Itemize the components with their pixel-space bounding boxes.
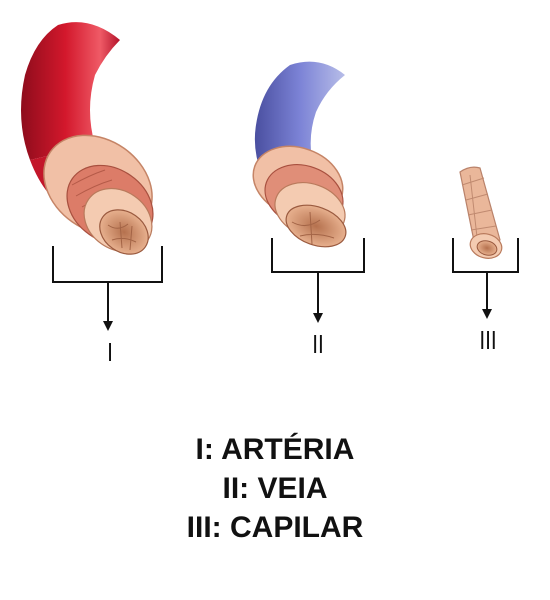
legend-vein: II: VEIA bbox=[222, 472, 328, 505]
capillary-illustration bbox=[459, 166, 503, 259]
bracket-arrow-3 bbox=[452, 238, 519, 312]
bracket-arrow-1 bbox=[52, 246, 163, 324]
bracket-arrow-2 bbox=[271, 238, 365, 316]
legend: I: ARTÉRIA II: VEIA III: CAPILAR bbox=[0, 430, 550, 547]
arrowhead-3 bbox=[482, 309, 492, 319]
label-vein-numeral: II bbox=[312, 329, 324, 359]
arrowhead-2 bbox=[313, 313, 323, 323]
legend-capillary: III: CAPILAR bbox=[186, 511, 364, 544]
label-capillary-numeral: III bbox=[479, 325, 497, 355]
vein-illustration bbox=[252, 61, 347, 248]
label-artery-numeral: I bbox=[107, 337, 113, 367]
arrowhead-1 bbox=[103, 321, 113, 331]
legend-artery: I: ARTÉRIA bbox=[195, 433, 355, 466]
artery-illustration bbox=[21, 22, 154, 255]
